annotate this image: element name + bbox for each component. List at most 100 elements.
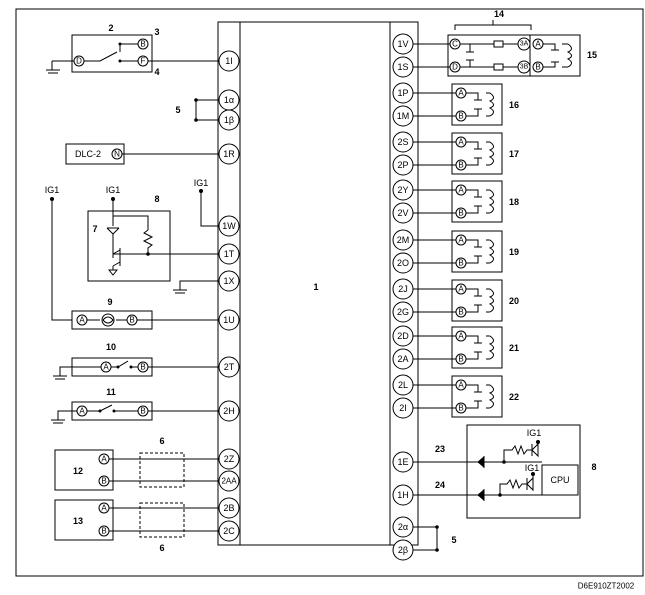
pin-1M: 1M xyxy=(397,111,410,121)
svg-text:B: B xyxy=(140,40,145,49)
solenoid-17: A B xyxy=(413,132,503,175)
pin-1T: 1T xyxy=(224,249,235,259)
item-label-21: 21 xyxy=(509,343,519,353)
ig1-label-transistor: IG1 xyxy=(106,185,121,195)
pin-2V: 2V xyxy=(397,208,408,218)
svg-text:A: A xyxy=(79,316,85,325)
svg-text:A: A xyxy=(79,407,85,416)
pin-2G: 2G xyxy=(397,307,409,317)
cpu-label: CPU xyxy=(550,475,569,485)
svg-text:A: A xyxy=(458,89,464,98)
item-label-8-right: 8 xyxy=(591,462,596,472)
svg-text:B: B xyxy=(101,477,106,486)
item-label-6-top: 6 xyxy=(159,436,164,446)
item-label-7: 7 xyxy=(92,224,97,234)
solenoid-16: A B xyxy=(413,83,503,126)
sensor-12: A B xyxy=(54,449,219,491)
svg-text:A: A xyxy=(458,332,464,341)
pin-1P: 1P xyxy=(397,88,408,98)
component-9: A B xyxy=(71,310,219,330)
ig1-label-cpu-bottom: IG1 xyxy=(525,463,540,473)
pin-2P: 2P xyxy=(397,160,408,170)
pin-2I: 2I xyxy=(399,403,407,413)
pin-1X: 1X xyxy=(223,276,234,286)
svg-text:B: B xyxy=(458,112,463,121)
transistor-block xyxy=(87,197,219,282)
item-label-10: 10 xyxy=(106,342,116,352)
item-label-20: 20 xyxy=(509,296,519,306)
pin-1U: 1U xyxy=(223,315,235,325)
svg-text:3A: 3A xyxy=(520,41,529,48)
ig1-label-1w: IG1 xyxy=(194,178,209,188)
svg-text:D: D xyxy=(452,63,458,72)
coil-15: A B xyxy=(529,34,581,77)
item-label-11: 11 xyxy=(106,387,116,397)
svg-text:A: A xyxy=(458,285,464,294)
item-label-13: 13 xyxy=(73,516,83,526)
switch-11: A B xyxy=(51,401,219,424)
svg-text:D: D xyxy=(76,57,82,66)
svg-text:N: N xyxy=(114,150,120,159)
item-label-12: 12 xyxy=(73,466,83,476)
pin-2S: 2S xyxy=(397,137,408,147)
short-link-1 xyxy=(195,99,219,121)
svg-text:A: A xyxy=(101,455,107,464)
item-label-3: 3 xyxy=(154,27,159,37)
svg-text:B: B xyxy=(458,355,463,364)
solenoid-22: A B xyxy=(413,375,503,418)
item-label-23: 23 xyxy=(435,444,445,454)
dlc2-connector: DLC-2 N xyxy=(65,143,219,165)
item-label-15: 15 xyxy=(587,50,597,60)
dlc2-label: DLC-2 xyxy=(75,149,101,159)
pin-2C: 2C xyxy=(223,526,235,536)
component-14: C D 3A 3B xyxy=(413,34,533,77)
svg-text:A: A xyxy=(103,363,109,372)
pin-2alpha: 2α xyxy=(398,522,408,532)
svg-text:A: A xyxy=(535,40,541,49)
svg-text:B: B xyxy=(140,407,145,416)
svg-text:B: B xyxy=(458,308,463,317)
sensor-13: A B xyxy=(54,499,219,541)
bracket-14 xyxy=(454,20,532,30)
left-pins: 1I 1α 1β 1R 1W 1T 1X 1U 2T 2H 2Z 2AA 2B … xyxy=(218,50,240,542)
pin-1I: 1I xyxy=(225,56,233,66)
pin-1alpha: 1α xyxy=(224,95,234,105)
item-label-24: 24 xyxy=(435,480,445,490)
pin-2A: 2A xyxy=(397,354,408,364)
pin-2B: 2B xyxy=(223,503,234,513)
item-label-17: 17 xyxy=(509,149,519,159)
pin-2AA: 2AA xyxy=(221,477,237,486)
svg-text:B: B xyxy=(140,363,145,372)
svg-text:B: B xyxy=(535,63,540,72)
pin-1V: 1V xyxy=(397,39,408,49)
ig1-wire-1w xyxy=(200,191,219,227)
right-pins: 1V 1S 1P 1M 2S 2P 2Y 2V 2M 2O 2J 2G 2D 2… xyxy=(392,33,414,561)
switch-10: A B xyxy=(53,357,219,380)
ig1-label-cpu-top: IG1 xyxy=(527,428,542,438)
item-label-8-left: 8 xyxy=(154,194,159,204)
item-label-2: 2 xyxy=(108,23,113,33)
pin-1R: 1R xyxy=(223,149,235,159)
pin-1S: 1S xyxy=(397,62,408,72)
svg-text:F: F xyxy=(141,57,146,66)
svg-text:B: B xyxy=(458,404,463,413)
svg-text:B: B xyxy=(458,259,463,268)
solenoid-18: A B xyxy=(413,180,503,223)
pin-2Y: 2Y xyxy=(397,185,408,195)
pin-2J: 2J xyxy=(398,284,408,294)
pin-1H: 1H xyxy=(397,490,409,500)
pin-2T: 2T xyxy=(224,362,235,372)
item-label-6-bottom: 6 xyxy=(159,543,164,553)
svg-text:A: A xyxy=(458,236,464,245)
solenoid-19: A B xyxy=(413,230,503,273)
item-label-19: 19 xyxy=(509,247,519,257)
svg-text:B: B xyxy=(458,209,463,218)
pin-2Z: 2Z xyxy=(224,454,235,464)
short-link-2 xyxy=(413,526,438,551)
central-module-inner xyxy=(239,21,391,546)
item-label-5-right: 5 xyxy=(451,535,456,545)
pin-1E: 1E xyxy=(397,457,408,467)
svg-text:A: A xyxy=(458,381,464,390)
pin-2D: 2D xyxy=(397,331,409,341)
item-label-4: 4 xyxy=(154,67,159,77)
